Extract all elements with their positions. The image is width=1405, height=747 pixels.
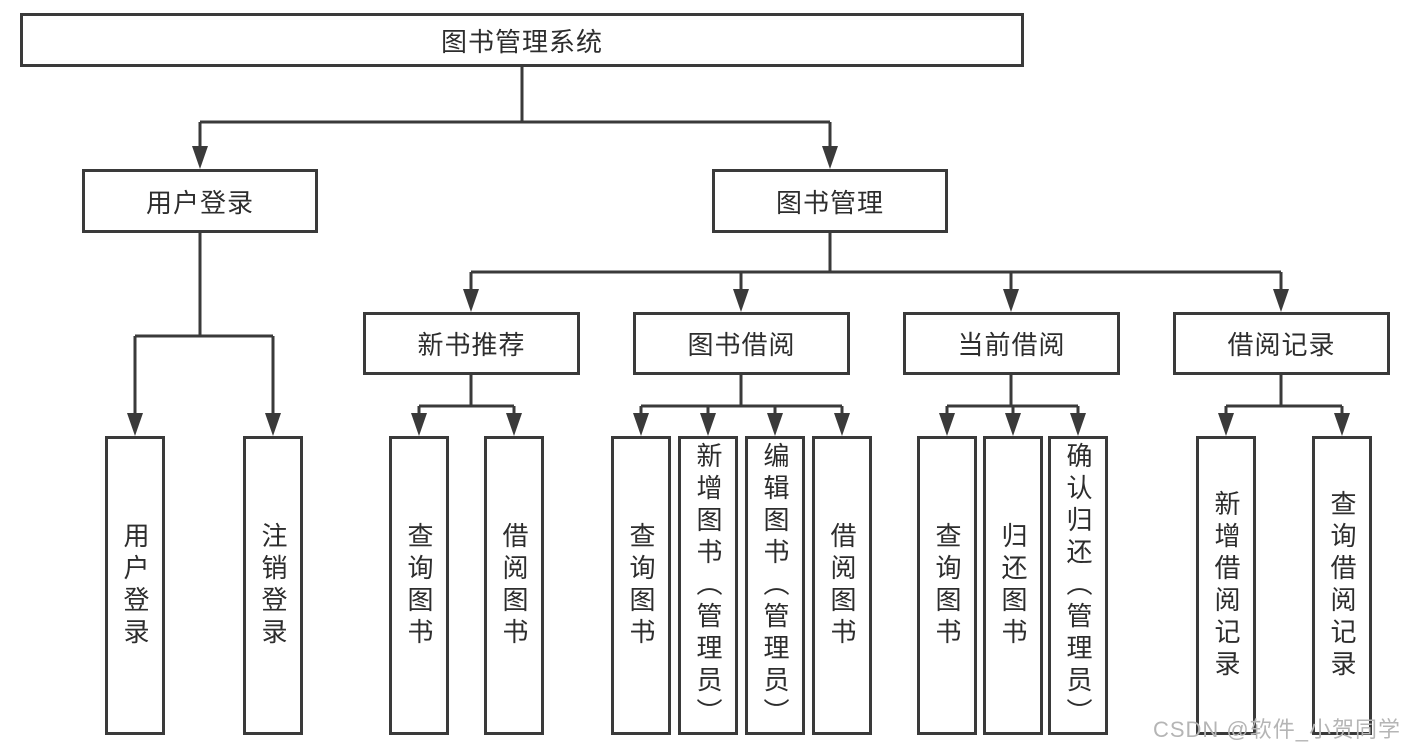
leaf-return-books: 归还图书 [983, 436, 1043, 735]
leaf-label: 查询图书 [626, 521, 656, 650]
leaf-label: 注销登录 [258, 521, 288, 650]
csdn-watermark: CSDN @软件_小贺同学 [1152, 717, 1401, 742]
node-label: 新书推荐 [417, 330, 526, 360]
node-borrowing-records: 借阅记录 [1173, 312, 1390, 375]
node-current-borrowing: 当前借阅 [903, 312, 1120, 375]
leaf-borrow-books-2: 借阅图书 [812, 436, 872, 735]
leaf-query-books-2: 查询图书 [611, 436, 671, 735]
leaf-label: 编辑图书（管理员） [760, 441, 790, 730]
node-label: 图书管理系统 [440, 26, 603, 57]
arrowhead-icons [127, 146, 1350, 436]
leaf-query-books-1: 查询图书 [389, 436, 449, 735]
node-label: 当前借阅 [957, 330, 1066, 360]
leaf-add-borrow-record: 新增借阅记录 [1196, 436, 1256, 735]
leaf-query-books-3: 查询图书 [917, 436, 977, 735]
tree-edges [133, 67, 1344, 416]
leaf-label: 查询借阅记录 [1327, 489, 1357, 682]
node-new-book-recommendation: 新书推荐 [363, 312, 580, 375]
node-book-borrowing: 图书借阅 [633, 312, 850, 375]
leaf-confirm-return-admin: 确认归还（管理员） [1048, 436, 1108, 735]
node-label: 用户登录 [145, 187, 254, 218]
leaf-label: 借阅图书 [827, 521, 857, 650]
node-label: 借阅记录 [1227, 330, 1336, 360]
leaf-label: 查询图书 [932, 521, 962, 650]
node-user-login-group: 用户登录 [82, 169, 318, 233]
node-book-management-group: 图书管理 [712, 169, 948, 233]
leaf-query-borrow-record: 查询借阅记录 [1312, 436, 1372, 735]
leaf-label: 归还图书 [998, 521, 1028, 650]
leaf-user-login: 用户登录 [105, 436, 165, 735]
leaf-label: 用户登录 [120, 521, 150, 650]
leaf-edit-books-admin: 编辑图书（管理员） [745, 436, 805, 735]
leaf-logout: 注销登录 [243, 436, 303, 735]
leaf-add-books-admin: 新增图书（管理员） [678, 436, 738, 735]
node-book-management-system: 图书管理系统 [20, 13, 1024, 67]
leaf-borrow-books-1: 借阅图书 [484, 436, 544, 735]
leaf-label: 新增借阅记录 [1211, 489, 1241, 682]
leaf-label: 确认归还（管理员） [1063, 441, 1093, 730]
leaf-label: 新增图书（管理员） [693, 441, 723, 730]
node-label: 图书借阅 [687, 330, 796, 360]
leaf-label: 借阅图书 [499, 521, 529, 650]
node-label: 图书管理 [775, 187, 884, 218]
leaf-label: 查询图书 [404, 521, 434, 650]
